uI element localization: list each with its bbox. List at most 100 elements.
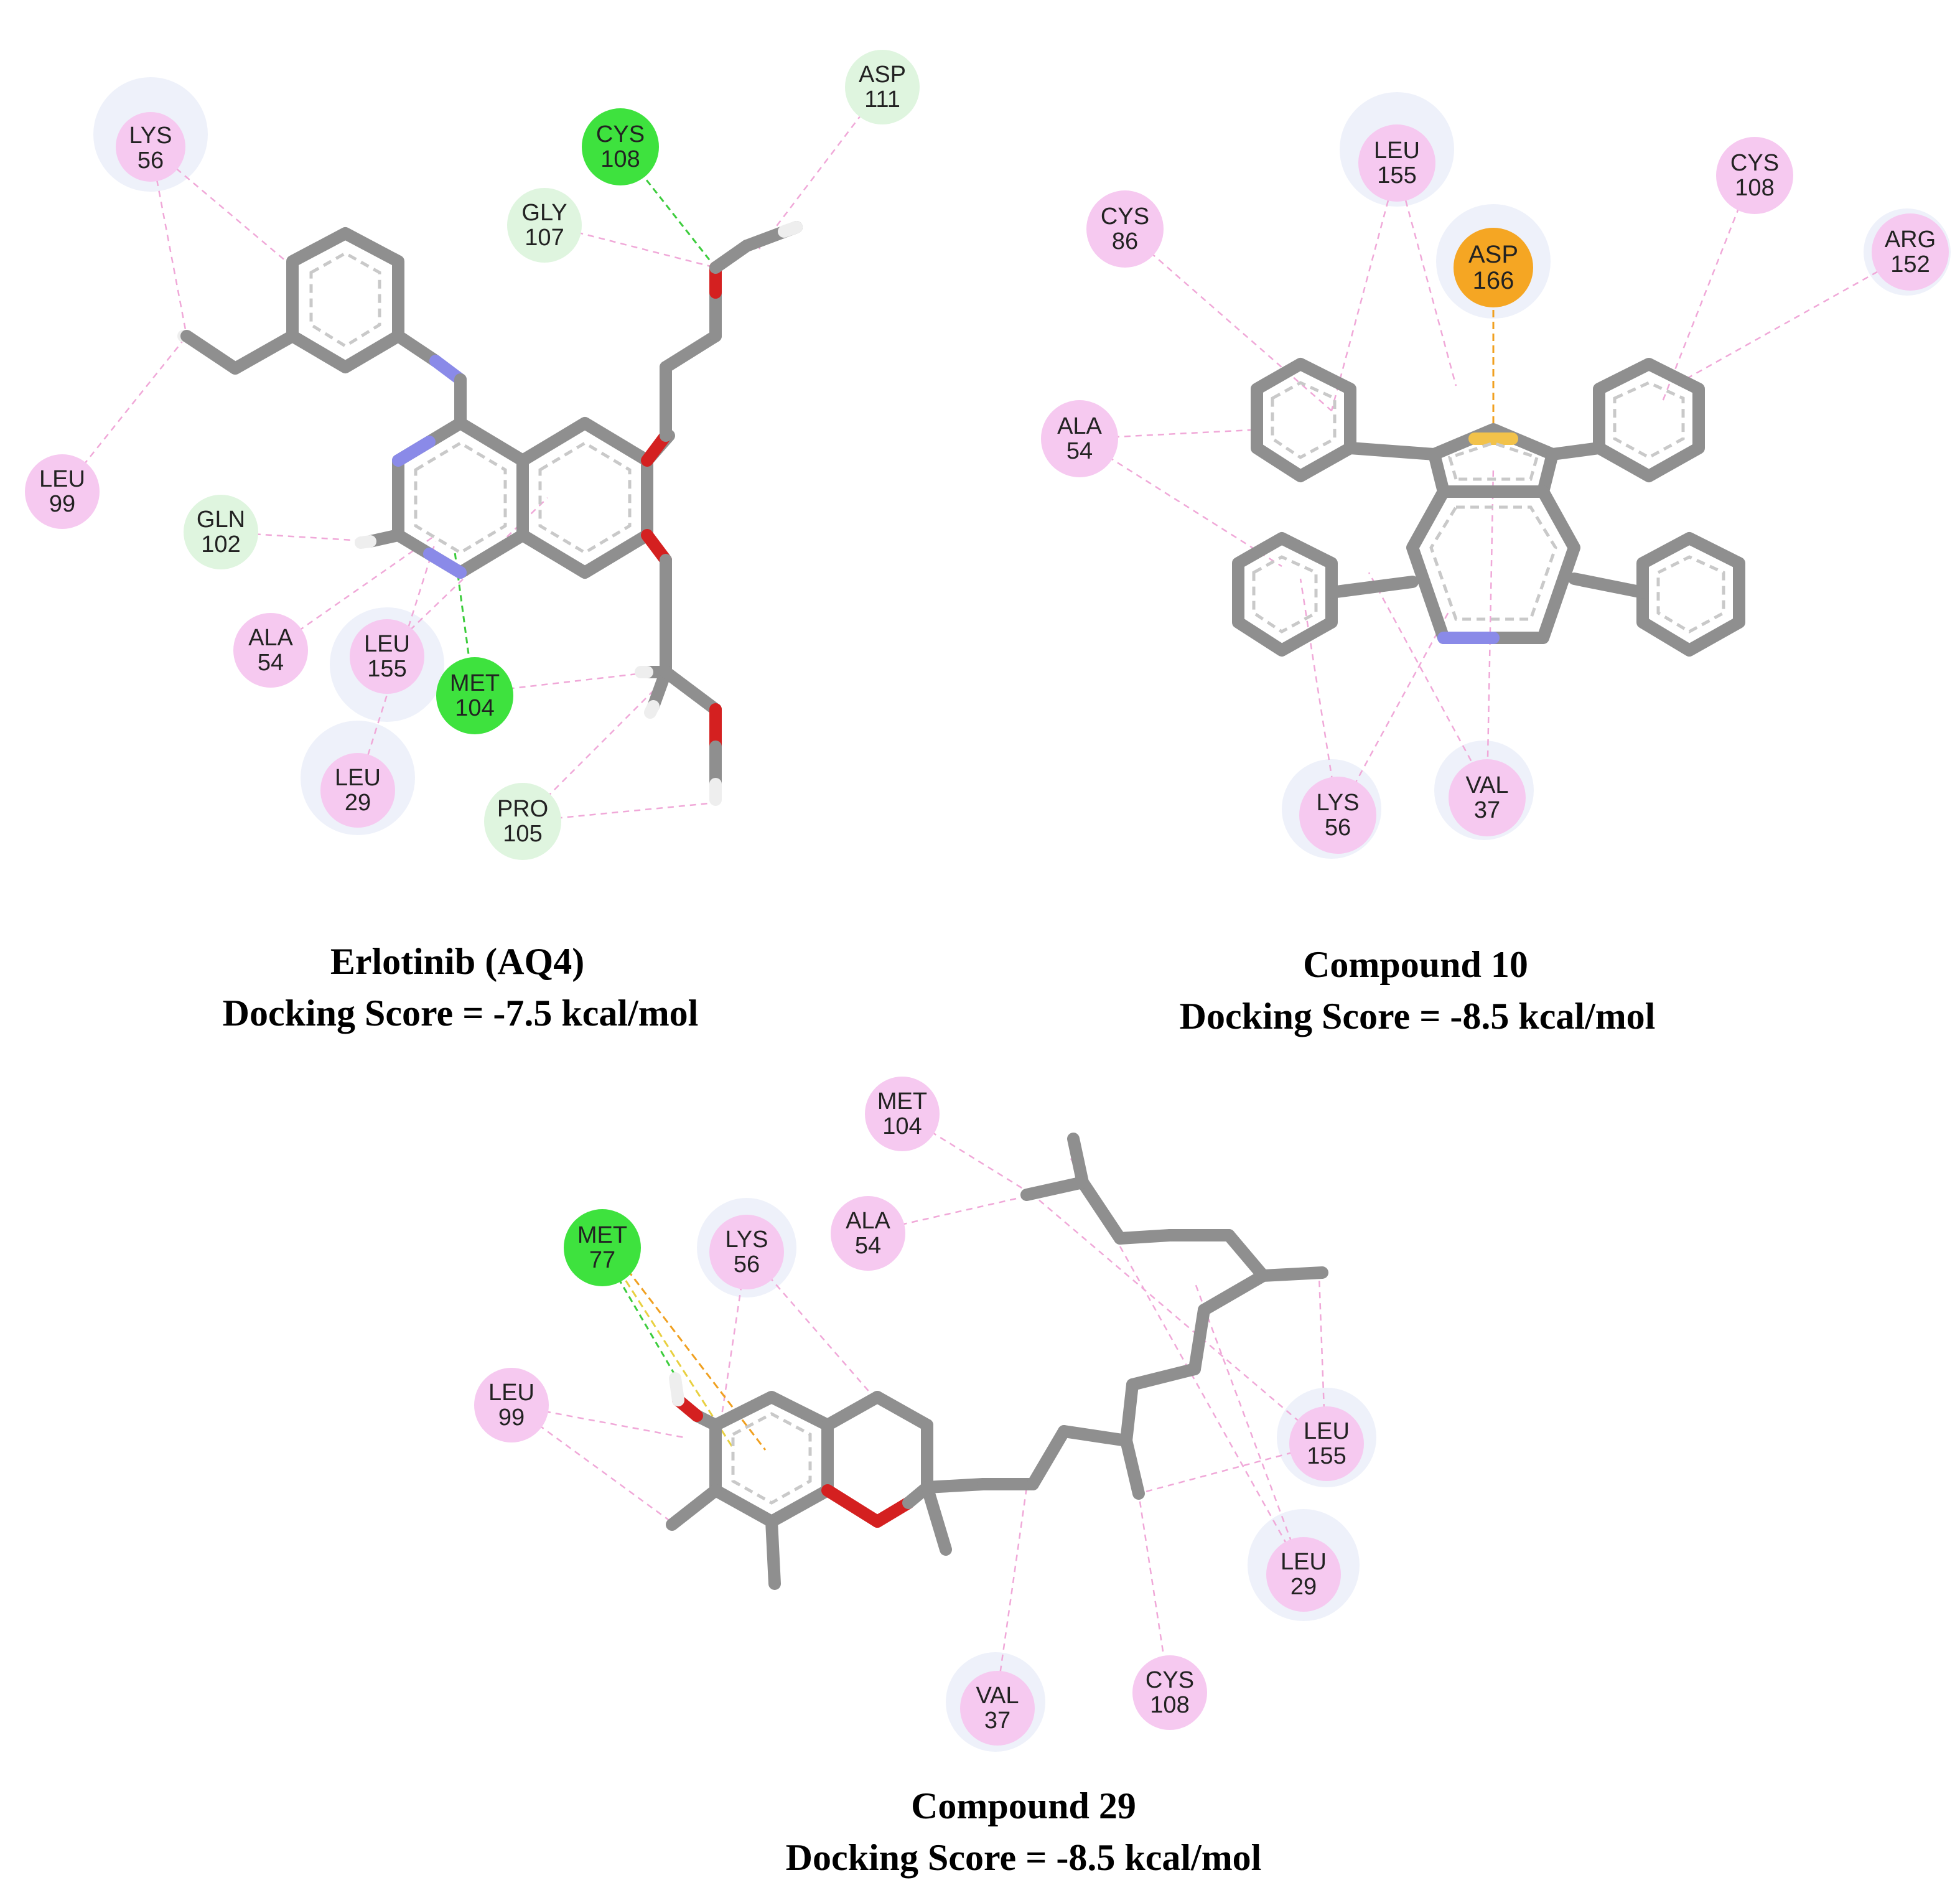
- svg-text:152: 152: [1890, 251, 1930, 278]
- svg-text:54: 54: [1066, 438, 1093, 464]
- residue-gln102: GLN 102: [184, 495, 258, 569]
- residue-cys108: CYS 108: [1716, 137, 1793, 214]
- svg-text:MET: MET: [450, 670, 500, 696]
- svg-text:ASP: ASP: [859, 62, 906, 88]
- caption-title-erlotinib: Erlotinib (AQ4): [330, 941, 584, 982]
- caption-score-compound10: Docking Score = -8.5 kcal/mol: [1180, 996, 1656, 1037]
- svg-text:99: 99: [49, 491, 75, 517]
- residue-val37: VAL 37: [960, 1671, 1035, 1746]
- erlotinib-molecule: [177, 221, 803, 806]
- svg-text:ALA: ALA: [248, 625, 293, 651]
- svg-text:54: 54: [855, 1233, 881, 1259]
- svg-text:LEU: LEU: [1374, 138, 1420, 164]
- panel-compound10: LEU 155 CYS 108 CYS 86 ASP 166 ARG 152 A…: [1041, 92, 1951, 1037]
- residue-pro105: PRO 105: [484, 783, 561, 860]
- svg-text:CYS: CYS: [1146, 1667, 1194, 1693]
- svg-text:105: 105: [503, 821, 542, 847]
- halo-group: [93, 77, 444, 835]
- svg-text:LEU: LEU: [1281, 1549, 1327, 1575]
- svg-text:108: 108: [1735, 175, 1774, 201]
- interaction-lines-compound10: [1079, 167, 1908, 816]
- svg-text:PRO: PRO: [497, 796, 548, 822]
- svg-text:MET: MET: [877, 1088, 927, 1115]
- residue-ala54: ALA 54: [233, 613, 308, 688]
- residue-met104: MET 104: [436, 657, 513, 734]
- svg-text:MET: MET: [577, 1222, 627, 1248]
- svg-text:LEU: LEU: [364, 631, 410, 657]
- svg-text:CYS: CYS: [1101, 203, 1149, 230]
- residue-leu155: LEU 155: [350, 619, 424, 694]
- svg-text:155: 155: [1377, 162, 1416, 189]
- residue-ala54: ALA 54: [831, 1196, 905, 1271]
- residue-lys56: LYS 56: [709, 1215, 784, 1289]
- svg-text:77: 77: [589, 1247, 615, 1273]
- svg-text:56: 56: [138, 147, 164, 174]
- residue-leu29: LEU 29: [320, 753, 395, 828]
- panel-compound29: MET 104 MET 77 LYS 56 ALA 54 LEU 99 LEU …: [474, 1077, 1376, 1878]
- svg-text:LYS: LYS: [1316, 790, 1359, 816]
- residue-cys108: CYS 108: [582, 108, 659, 185]
- svg-text:166: 166: [1473, 267, 1514, 294]
- svg-text:GLY: GLY: [521, 200, 567, 226]
- svg-text:104: 104: [455, 695, 494, 721]
- svg-text:LEU: LEU: [39, 466, 85, 492]
- residue-cys108: CYS 108: [1132, 1655, 1207, 1730]
- residue-lys56: LYS 56: [116, 112, 185, 182]
- svg-text:VAL: VAL: [1465, 772, 1508, 798]
- svg-text:56: 56: [734, 1251, 760, 1278]
- residue-leu99: LEU 99: [25, 454, 100, 529]
- caption-score-erlotinib: Docking Score = -7.5 kcal/mol: [223, 993, 699, 1034]
- svg-text:ALA: ALA: [1057, 413, 1102, 439]
- svg-text:CYS: CYS: [596, 121, 645, 147]
- residue-leu155: LEU 155: [1289, 1406, 1364, 1481]
- residue-lys56: LYS 56: [1299, 777, 1376, 854]
- svg-text:108: 108: [1150, 1692, 1189, 1718]
- residue-ala54: ALA 54: [1041, 400, 1118, 477]
- svg-text:107: 107: [525, 225, 564, 251]
- svg-text:CYS: CYS: [1730, 150, 1779, 176]
- residue-asp111: ASP 111: [845, 50, 920, 124]
- svg-text:104: 104: [882, 1113, 922, 1139]
- svg-text:37: 37: [1474, 797, 1500, 823]
- svg-text:LYS: LYS: [725, 1227, 768, 1253]
- svg-text:29: 29: [345, 790, 371, 816]
- svg-text:99: 99: [498, 1405, 525, 1431]
- interaction-lines-compound29: [511, 1113, 1327, 1706]
- residue-asp166: ASP 166: [1454, 228, 1533, 307]
- svg-text:155: 155: [367, 656, 406, 682]
- svg-text:LEU: LEU: [335, 765, 381, 791]
- svg-text:ALA: ALA: [846, 1208, 890, 1234]
- residue-leu155: LEU 155: [1358, 124, 1435, 202]
- compound10-molecule: [1232, 358, 1745, 657]
- svg-text:LEU: LEU: [488, 1380, 534, 1406]
- caption-title-compound29: Compound 29: [911, 1785, 1136, 1826]
- svg-text:GLN: GLN: [197, 507, 245, 533]
- compound29-molecule: [666, 1133, 1328, 1590]
- svg-text:56: 56: [1325, 815, 1351, 841]
- svg-text:37: 37: [984, 1708, 1010, 1734]
- svg-text:102: 102: [201, 531, 240, 558]
- svg-text:ASP: ASP: [1468, 241, 1518, 268]
- caption-score-compound29: Docking Score = -8.5 kcal/mol: [786, 1837, 1262, 1878]
- svg-text:VAL: VAL: [976, 1683, 1019, 1709]
- svg-text:ARG: ARG: [1885, 227, 1936, 253]
- svg-text:LEU: LEU: [1304, 1418, 1350, 1444]
- residue-met77: MET 77: [564, 1209, 641, 1286]
- residue-gly107: GLY 107: [507, 188, 582, 263]
- halo-group: [1282, 92, 1951, 859]
- residue-cys86: CYS 86: [1086, 190, 1164, 268]
- panel-erlotinib: LYS 56 CYS 108 ASP 111 GLY 107 LEU 99 GL…: [25, 50, 920, 1034]
- residue-val37: VAL 37: [1449, 759, 1526, 836]
- caption-title-compound10: Compound 10: [1303, 944, 1528, 985]
- interaction-lines-erlotinib: [62, 86, 883, 823]
- svg-text:111: 111: [864, 86, 900, 113]
- svg-text:LYS: LYS: [129, 123, 172, 149]
- residue-leu29: LEU 29: [1266, 1537, 1341, 1612]
- svg-text:86: 86: [1112, 228, 1138, 255]
- svg-text:155: 155: [1307, 1443, 1346, 1469]
- residue-met104: MET 104: [865, 1077, 940, 1151]
- svg-text:29: 29: [1290, 1574, 1317, 1600]
- residue-arg152: ARG 152: [1872, 213, 1949, 291]
- svg-text:54: 54: [258, 650, 284, 676]
